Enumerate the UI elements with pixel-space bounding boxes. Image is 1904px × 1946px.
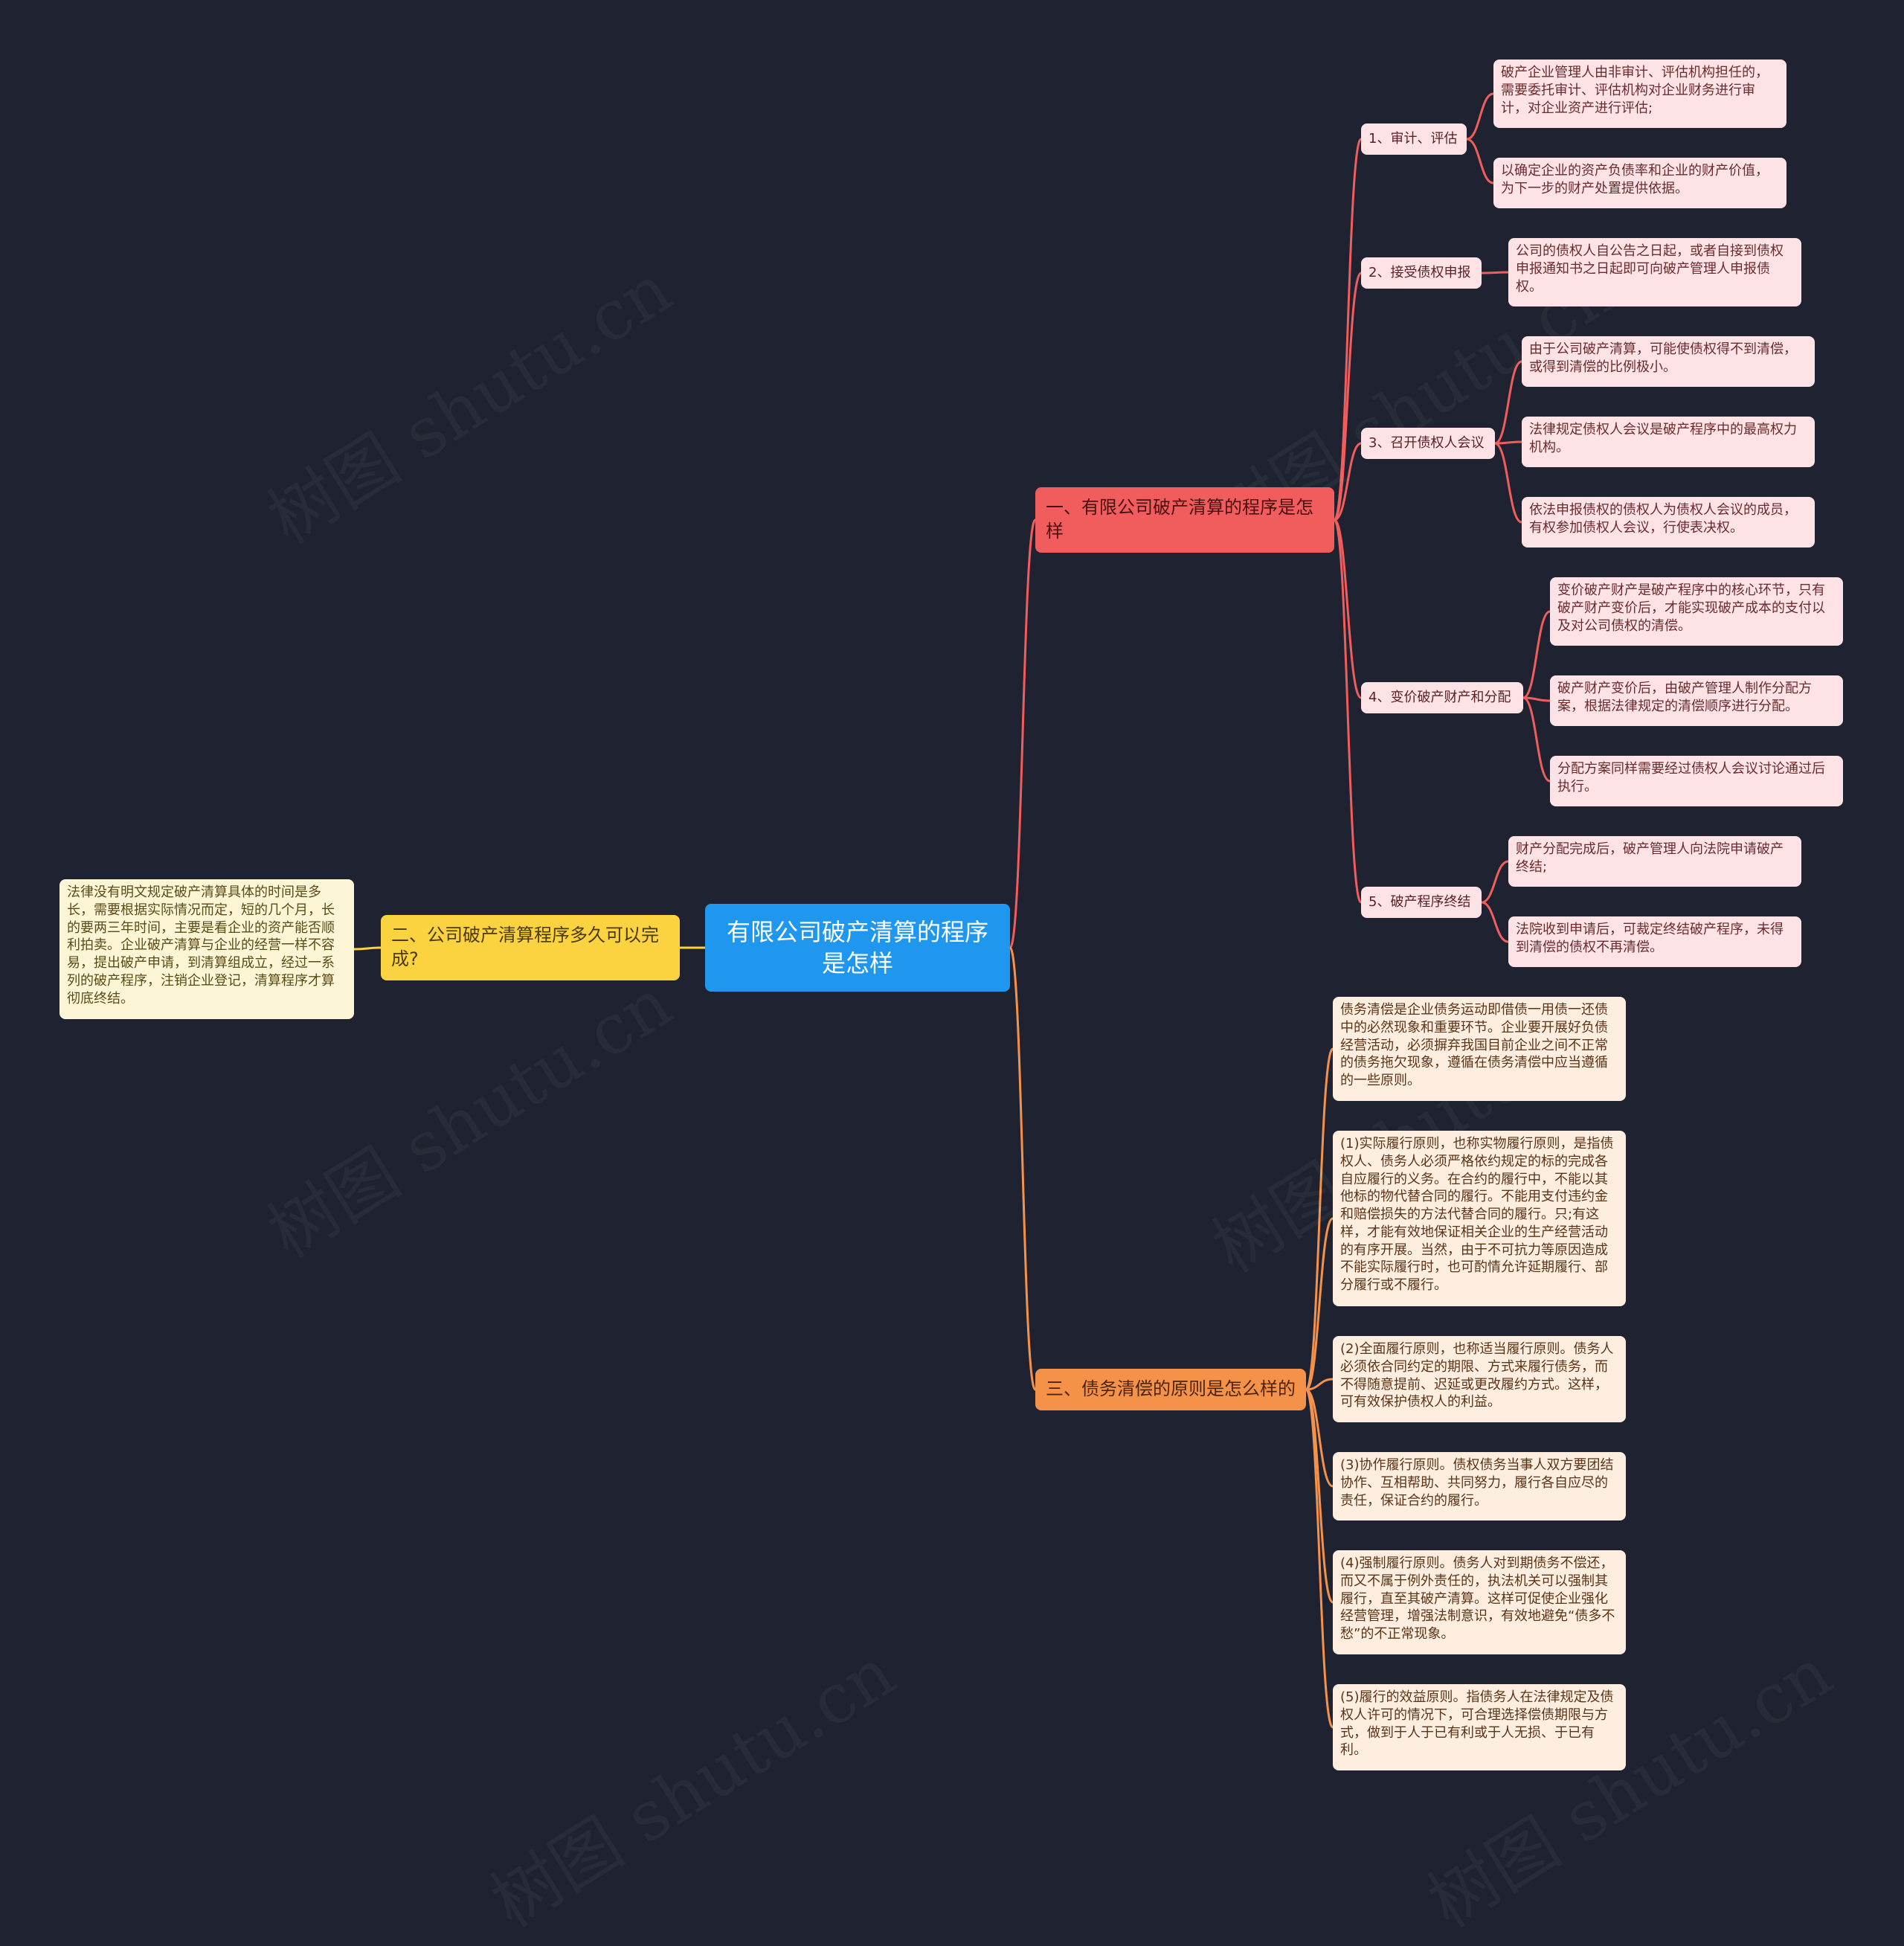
connector-line [1481,901,1509,943]
leaf-note[interactable]: 以确定企业的资产负债率和企业的财产价值，为下一步的财产处置提供依据。 [1493,158,1786,208]
leaf-note[interactable]: 由于公司破产清算，可能使债权得不到清偿，或得到清偿的比例极小。 [1522,336,1815,387]
connector-line [1494,440,1522,445]
branch-procedure[interactable]: 一、有限公司破产清算的程序是怎样 [1035,487,1334,553]
connector-line [1522,696,1551,783]
leaf-note[interactable]: 公司的债权人自公告之日起，或者自接到债权申报通知书之日起即可向破产管理人申报债权… [1508,238,1801,306]
connector-line [1481,271,1509,274]
leaf-note[interactable]: 分配方案同样需要经过债权人会议讨论通过后执行。 [1550,756,1843,806]
connector-line [1305,1378,1334,1391]
sub-audit[interactable]: 1、审计、评估 [1361,123,1467,155]
leaf-note[interactable]: (4)强制履行原则。债务人对到期债务不偿还，而又不属于例外责任的，执法机关可以强… [1333,1550,1626,1654]
connector-line [1009,518,1037,949]
sub-creditors-meeting[interactable]: 3、召开债权人会议 [1361,428,1495,459]
leaf-note[interactable]: 法律规定债权人会议是破产程序中的最高权力机构。 [1522,417,1815,467]
connector-line [1333,518,1363,699]
connector-line [1466,92,1494,141]
sub-claim-declaration[interactable]: 2、接受债权申报 [1361,257,1482,289]
leaf-note[interactable]: 法院收到申请后，可裁定终结破产程序，未得到清偿的债权不再清偿。 [1508,916,1801,967]
leaf-note[interactable]: 法律没有明文规定破产清算具体的时间是多长，需要根据实际情况而定，短的几个月，长的… [60,879,354,1019]
sub-procedure-end[interactable]: 5、破产程序终结 [1361,887,1482,918]
sub-asset-liquidation[interactable]: 4、变价破产财产和分配 [1361,682,1523,713]
leaf-note[interactable]: (1)实际履行原则，也称实物履行原则，是指债权人、债务人必须严格依约规定的标的完… [1333,1131,1626,1306]
leaf-note[interactable]: (3)协作履行原则。债权债务当事人双方要团结协作、互相帮助、共同努力，履行各自应… [1333,1452,1626,1520]
connector-line [1334,442,1362,521]
connector-line [1481,860,1509,904]
leaf-note[interactable]: (2)全面履行原则，也称适当履行原则。债务人必须依合同约定的期限、方式来履行债务… [1333,1336,1626,1422]
root-topic[interactable]: 有限公司破产清算的程序是怎样 [705,904,1010,992]
leaf-note[interactable]: 破产企业管理人由非审计、评估机构担任的，需要委托审计、评估机构对企业财务进行审计… [1493,60,1786,128]
leaf-note[interactable]: 依法申报债权的债权人为债权人会议的成员，有权参加债权人会议，行使表决权。 [1522,497,1815,547]
branch-repayment-principles[interactable]: 三、债务清偿的原则是怎么样的 [1035,1369,1306,1410]
connector-line [1522,610,1551,699]
connector-line [1305,1217,1334,1391]
connector-line [1009,946,1037,1391]
connector-line [353,946,382,951]
leaf-note[interactable]: 破产财产变价后，由破产管理人制作分配方案，根据法律规定的清偿顺序进行分配。 [1550,675,1843,726]
connector-line [1305,1047,1334,1391]
connector-line [1494,360,1522,445]
connector-line [1305,1388,1334,1488]
connector-line [1466,138,1494,184]
connector-line [1494,442,1522,524]
connector-line [1333,518,1363,904]
branch-duration[interactable]: 二、公司破产清算程序多久可以完成? [381,915,680,980]
leaf-note[interactable]: 债务清偿是企业债务运动即借债一用债一还债中的必然现象和重要环节。企业要开展好负债… [1333,997,1626,1101]
connector-line [1333,272,1363,521]
connector-lines [353,92,1551,1729]
connector-line [1305,1388,1334,1729]
connector-line [1333,138,1363,521]
leaf-note[interactable]: 变价破产财产是破产程序中的核心环节，只有破产财产变价后，才能实现破产成本的支付以… [1550,577,1843,646]
leaf-note[interactable]: (5)履行的效益原则。指债务人在法律规定及债权人许可的情况下，可合理选择偿债期限… [1333,1684,1626,1770]
leaf-note[interactable]: 财产分配完成后，破产管理人向法院申请破产终结; [1508,836,1801,887]
